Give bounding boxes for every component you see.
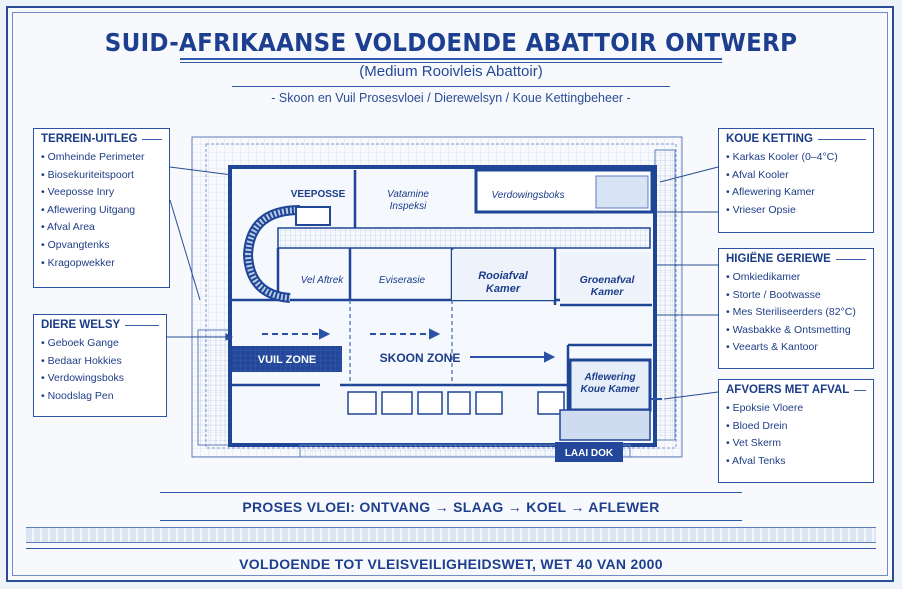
footer-band xyxy=(26,527,876,543)
perimeter-fence xyxy=(205,143,677,449)
apron xyxy=(299,444,631,458)
legend-item: Vrieser Opsie xyxy=(726,202,866,220)
rooiafval-fill xyxy=(452,250,554,300)
vuil-zone-texture xyxy=(232,346,342,372)
label-vel-aftrek: Vel Aftrek xyxy=(301,275,345,286)
legend-item: Vet Skerm xyxy=(726,435,866,453)
legend-item: Mes Steriliseerders (82°C) xyxy=(726,304,866,322)
sheet-inner-border xyxy=(12,12,888,576)
label-groenafval-2: Kamer xyxy=(591,286,625,298)
label-eviserasie: Eviserasie xyxy=(379,275,426,286)
race-entry xyxy=(295,206,331,226)
process-flow-caption: PROSES VLOEI: ONTVANG → SLAAG → KOEL → A… xyxy=(242,499,660,515)
legend-item: Biosekuriteitspoort xyxy=(41,167,162,185)
label-rooiafval-1: Rooiafval xyxy=(478,270,528,282)
legend-higiene-geriewe: HIGIËNE GERIEWE Omkiedikamer Storte / Bo… xyxy=(718,248,874,369)
legend-koue-ketting: KOUE KETTING Karkas Kooler (0–4°C) Afval… xyxy=(718,128,874,233)
rail-corridor xyxy=(277,227,651,249)
laai-dok-box xyxy=(555,442,623,462)
subtitle-rule xyxy=(232,86,670,87)
legend-item: Noodslag Pen xyxy=(41,388,159,406)
legend-item: Epoksie Vloere xyxy=(726,400,866,418)
legend-item: Karkas Kooler (0–4°C) xyxy=(726,149,866,167)
legend-diere-title: DIERE WELSY xyxy=(41,319,159,331)
label-veeposse: VEEPOSSE xyxy=(291,189,346,200)
page-title: SUID-AFRIKAANSE VOLDOENDE ABATTOIR ONTWE… xyxy=(104,28,798,57)
title-underline-thin xyxy=(180,62,722,63)
dock-apron xyxy=(559,409,651,441)
leader-lines xyxy=(167,166,719,400)
legend-item: Veearts & Kantoor xyxy=(726,339,866,357)
room-labels: VEEPOSSE Vatamine Inspeksi Verdowingsbok… xyxy=(291,189,641,395)
label-vuil-zone: VUIL ZONE xyxy=(258,354,316,366)
zone-boundaries xyxy=(349,300,453,385)
legend-afvoers-met-afval: AFVOERS MET AFVAL Epoksie Vloere Bloed D… xyxy=(718,379,874,483)
legend-item: Afval Kooler xyxy=(726,167,866,185)
label-aflewering-2: Koue Kamer xyxy=(581,384,641,395)
proses-rule-top xyxy=(160,492,742,493)
subtitle: (Medium Rooivleis Abattoir) xyxy=(359,63,543,80)
legend-diere-welsy: DIERE WELSY Geboek Gange Bedaar Hokkies … xyxy=(33,314,167,417)
bottom-fixtures xyxy=(347,391,565,415)
legend-item: Wasbakke & Ontsmetting xyxy=(726,322,866,340)
label-vatamine-2: Inspeksi xyxy=(390,201,427,212)
legend-item: Veeposse Inry xyxy=(41,184,162,202)
label-aflewering-1: Aflewering xyxy=(583,372,635,383)
legend-item: Geboek Gange xyxy=(41,335,159,353)
legend-item: Verdowingsboks xyxy=(41,370,159,388)
label-laai-dok: LAAI DOK xyxy=(565,448,614,459)
legend-item: Aflewering Kamer xyxy=(726,184,866,202)
label-groenafval-1: Groenafval xyxy=(580,274,636,286)
compliance-caption: VOLDOENDE TOT VLEISVEILIGHEIDSWET, WET 4… xyxy=(239,556,663,572)
label-rooiafval-2: Kamer xyxy=(486,283,521,295)
legend-item: Bloed Drein xyxy=(726,418,866,436)
legend-item: Omkiedikamer xyxy=(726,269,866,287)
verdowingsboks-fixture xyxy=(595,175,649,209)
legend-item: Opvangtenks xyxy=(41,237,162,255)
label-vatamine-1: Vatamine xyxy=(387,189,429,200)
legend-item: Bedaar Hokkies xyxy=(41,353,159,371)
legend-item: Storte / Bootwasse xyxy=(726,287,866,305)
label-skoon-zone: SKOON ZONE xyxy=(380,351,461,365)
proses-rule-bottom xyxy=(160,520,742,521)
groenafval-fill xyxy=(560,252,650,302)
legend-item: Afval Area xyxy=(41,219,162,237)
legend-afvoers-title: AFVOERS MET AFVAL xyxy=(726,384,866,396)
legend-item: Afval Tenks xyxy=(726,453,866,471)
title-underline xyxy=(180,58,722,60)
legend-koue-title: KOUE KETTING xyxy=(726,133,866,145)
legend-terrein-uitleg: TERREIN-UITLEG Omheinde Perimeter Biosek… xyxy=(33,128,170,288)
aflewering-koue-kamer xyxy=(568,358,652,412)
wet-rule xyxy=(26,548,876,549)
legend-item: Omheinde Perimeter xyxy=(41,149,162,167)
tagline: - Skoon en Vuil Prosesvloei / Dierewelsy… xyxy=(271,91,631,105)
legend-higiene-title: HIGIËNE GERIEWE xyxy=(726,253,866,265)
legend-item: Aflewering Uitgang xyxy=(41,202,162,220)
legend-item: Kragopwekker xyxy=(41,255,162,273)
pen-area xyxy=(197,329,231,446)
service-strip xyxy=(654,149,676,441)
curved-race-inner xyxy=(244,207,301,301)
label-verdowingsboks: Verdowingsboks xyxy=(491,190,564,201)
legend-terrein-title: TERREIN-UITLEG xyxy=(41,133,162,145)
